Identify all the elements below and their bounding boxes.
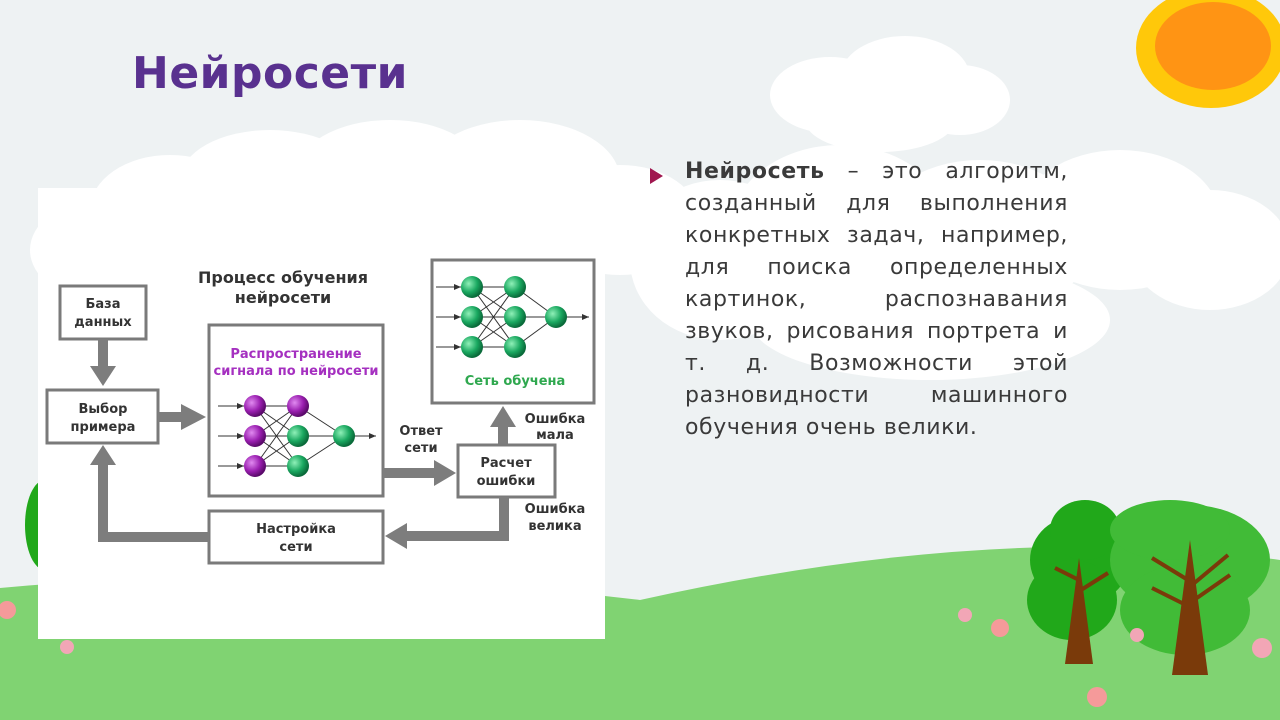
box-database: База данных bbox=[58, 284, 148, 341]
label-error-large-1: Ошибка bbox=[525, 502, 586, 517]
svg-text:База: База bbox=[85, 297, 120, 312]
neuron bbox=[545, 306, 567, 328]
box-signal-propagation: Распространение сигнала по нейросети bbox=[207, 323, 385, 498]
arrow-error-small bbox=[490, 406, 516, 446]
arrow-propagation-to-error bbox=[383, 460, 456, 486]
tree-small bbox=[1027, 500, 1130, 664]
slide-title: Нейросети bbox=[132, 48, 408, 99]
bullet-term: Нейросеть bbox=[685, 159, 825, 184]
svg-text:Настройка: Настройка bbox=[256, 522, 336, 537]
sun-icon bbox=[1136, 0, 1280, 108]
neuron bbox=[333, 425, 355, 447]
neural-network-training-diagram: Процесс обучения нейросети База данных В… bbox=[38, 188, 605, 639]
neuron bbox=[504, 306, 526, 328]
label-error-small-2: мала bbox=[536, 428, 574, 443]
neuron bbox=[504, 336, 526, 358]
box-network-tuning: Настройка сети bbox=[207, 509, 385, 565]
svg-text:Расчет: Расчет bbox=[480, 456, 532, 471]
neuron bbox=[461, 276, 483, 298]
cloud-top-right bbox=[770, 36, 1010, 152]
cloud-right bbox=[630, 145, 1280, 380]
arrow-error-large bbox=[385, 497, 509, 549]
svg-text:данных: данных bbox=[74, 315, 132, 330]
box-error-calculation: Расчет ошибки bbox=[456, 443, 557, 499]
svg-text:Сеть обучена: Сеть обучена bbox=[465, 374, 566, 389]
box-select-example: Выбор примера bbox=[45, 388, 160, 445]
neuron bbox=[287, 455, 309, 477]
svg-text:примера: примера bbox=[71, 420, 136, 435]
arrow-database-to-select bbox=[90, 339, 116, 386]
flowers bbox=[0, 601, 1272, 707]
diagram-title-line1: Процесс обучения bbox=[198, 268, 368, 287]
neuron bbox=[461, 306, 483, 328]
neuron bbox=[244, 455, 266, 477]
box-network-trained: Сеть обучена bbox=[430, 258, 596, 405]
svg-text:сигнала по нейросети: сигнала по нейросети bbox=[214, 364, 379, 379]
arrow-select-to-propagation bbox=[158, 404, 206, 430]
bullet-item: Нейросеть – это алгоритм, созданный для … bbox=[685, 156, 1068, 444]
bullet-arrow-icon bbox=[650, 168, 663, 184]
tree-large bbox=[1110, 500, 1270, 675]
label-network-answer-1: Ответ bbox=[399, 424, 443, 439]
label-error-small-1: Ошибка bbox=[525, 412, 586, 427]
neuron bbox=[461, 336, 483, 358]
neuron bbox=[244, 395, 266, 417]
neuron bbox=[504, 276, 526, 298]
svg-text:сети: сети bbox=[279, 540, 312, 555]
bullet-definition: – это алгоритм, созданный для выполнения… bbox=[685, 159, 1068, 440]
neuron bbox=[244, 425, 266, 447]
svg-text:Выбор: Выбор bbox=[79, 402, 128, 417]
label-network-answer-2: сети bbox=[404, 441, 437, 456]
neuron bbox=[287, 425, 309, 447]
svg-text:ошибки: ошибки bbox=[477, 474, 536, 489]
label-error-large-2: велика bbox=[528, 519, 581, 534]
neuron bbox=[287, 395, 309, 417]
arrow-tuning-to-select bbox=[90, 445, 209, 542]
diagram-title-line2: нейросети bbox=[235, 288, 331, 307]
svg-text:Распространение: Распространение bbox=[230, 347, 361, 362]
